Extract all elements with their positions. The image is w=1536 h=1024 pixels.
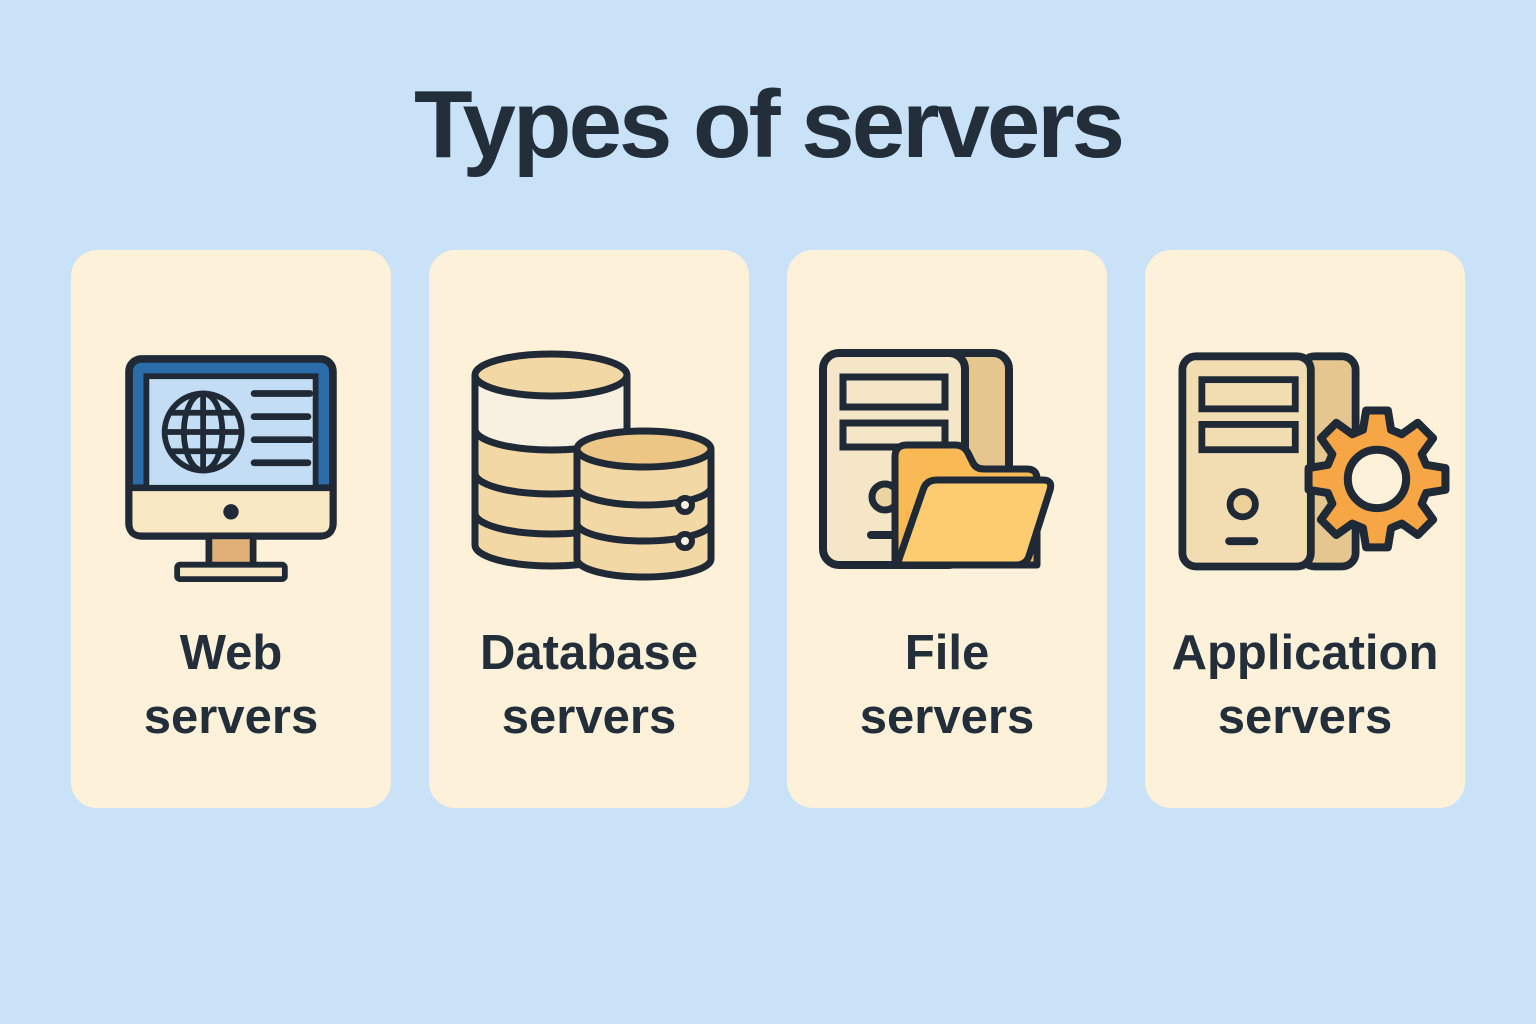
database-cylinders-icon bbox=[429, 326, 749, 588]
card-label-file-servers: File servers bbox=[859, 626, 1035, 744]
page-title: Types of servers bbox=[414, 71, 1125, 178]
cards-row: Web servers bbox=[0, 250, 1536, 808]
file-server-tower-folder-icon bbox=[787, 326, 1107, 588]
web-server-monitor-globe-icon bbox=[71, 326, 391, 588]
card-file-servers: File servers bbox=[787, 250, 1107, 808]
application-server-tower-gear-icon bbox=[1145, 326, 1465, 588]
card-application-servers: Application servers bbox=[1145, 250, 1465, 808]
card-label-web-servers: Web servers bbox=[143, 626, 319, 744]
card-database-servers: Database servers bbox=[429, 250, 749, 808]
card-web-servers: Web servers bbox=[71, 250, 391, 808]
card-label-database-servers: Database servers bbox=[480, 626, 698, 744]
card-label-application-servers: Application servers bbox=[1171, 626, 1439, 744]
